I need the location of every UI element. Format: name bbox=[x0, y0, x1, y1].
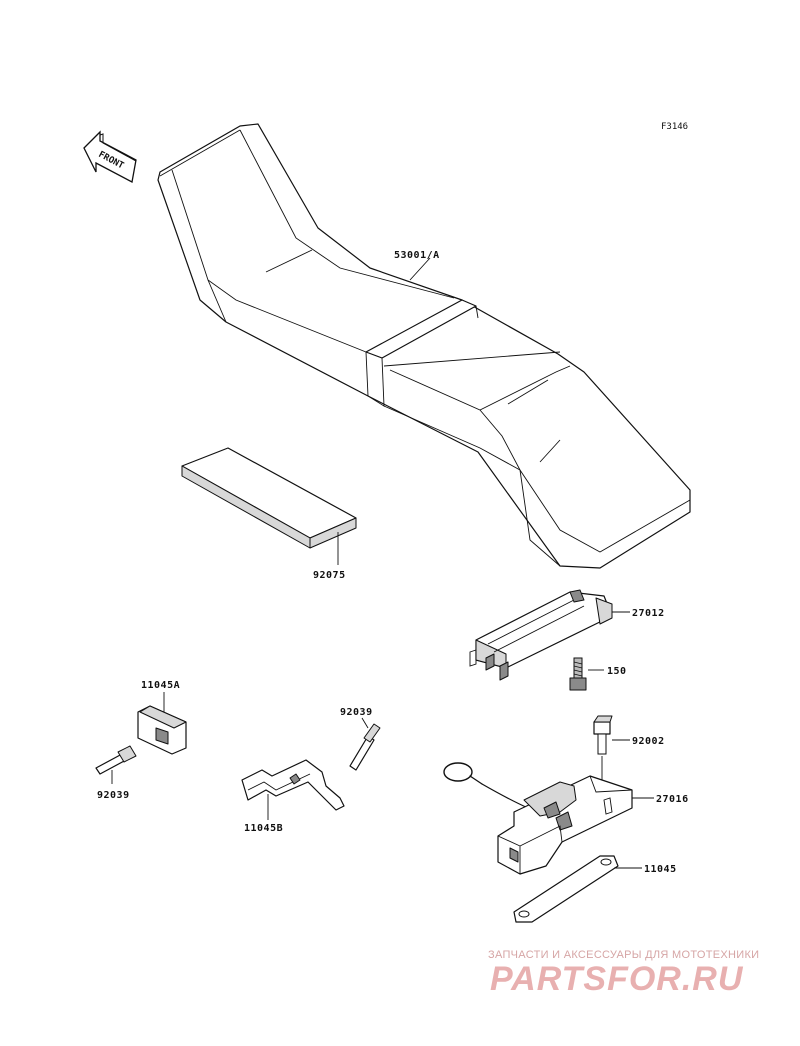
label-pad: 92075 bbox=[313, 570, 346, 581]
pin-mid-drawing bbox=[349, 717, 381, 771]
label-bracket-left: 11045B bbox=[244, 823, 283, 834]
plate-drawing bbox=[513, 855, 642, 923]
bolt-lower-drawing bbox=[593, 715, 630, 790]
front-arrow-icon: FRONT bbox=[83, 130, 137, 183]
label-pin-left: 92039 bbox=[97, 790, 130, 801]
label-seat-lock: 27016 bbox=[656, 794, 689, 805]
pad-drawing bbox=[181, 447, 357, 565]
pin-left-drawing bbox=[95, 745, 137, 784]
label-bracket-upper: 27012 bbox=[632, 608, 665, 619]
bracket-upper-drawing bbox=[469, 589, 630, 681]
seat-drawing bbox=[157, 123, 691, 569]
label-damper: 11045A bbox=[141, 680, 180, 691]
label-bolt-upper: 150 bbox=[607, 666, 627, 677]
bracket-left-drawing bbox=[241, 759, 345, 820]
label-plate: 11045 bbox=[644, 864, 677, 875]
label-pin-mid: 92039 bbox=[340, 707, 373, 718]
damper-drawing bbox=[137, 692, 187, 755]
watermark-logo: PARTSFOR.RU bbox=[490, 960, 744, 998]
watermark-tagline: ЗАПЧАСТИ И АКСЕССУАРЫ ДЛЯ МОТОТЕХНИКИ bbox=[488, 949, 760, 961]
seat-lock-drawing bbox=[443, 762, 654, 875]
label-seat: 53001/A bbox=[394, 250, 440, 261]
label-bolt-lower: 92002 bbox=[632, 736, 665, 747]
bolt-upper-drawing bbox=[569, 657, 604, 691]
figure-code: F3146 bbox=[661, 122, 688, 132]
